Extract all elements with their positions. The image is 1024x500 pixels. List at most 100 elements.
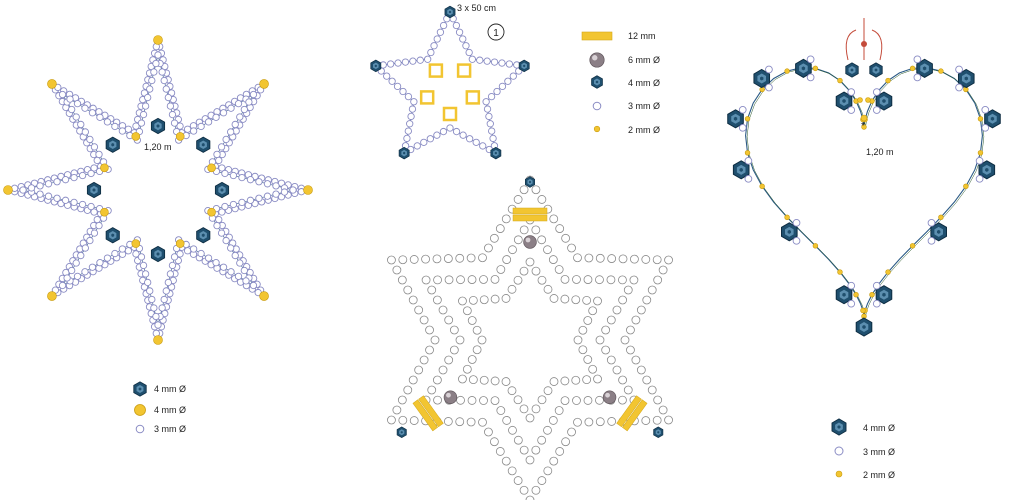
seed-bead <box>204 254 213 262</box>
outline-bead <box>543 386 553 396</box>
outline-bead <box>543 284 553 294</box>
heart-pattern <box>727 18 1001 337</box>
gold-square-motif <box>442 106 458 122</box>
pearl <box>523 235 537 249</box>
seed-bead <box>383 72 391 80</box>
outline-bead <box>584 253 594 263</box>
outline-bead <box>647 285 657 295</box>
outline-bead <box>572 275 581 284</box>
seed-bead <box>176 122 184 130</box>
seed-bead <box>90 164 98 172</box>
outline-bead <box>490 396 500 406</box>
seed-bead <box>81 268 89 276</box>
hex-bead-icon <box>133 381 147 397</box>
gold-square-motif <box>419 90 435 105</box>
seed-bead <box>249 90 258 99</box>
outline-bead <box>630 254 639 264</box>
hex-bead <box>370 59 382 73</box>
outline-bead <box>525 455 535 465</box>
center-legend-label-1: 12 mm <box>628 31 656 41</box>
seed-bead <box>955 83 963 92</box>
seed-bead <box>95 150 103 159</box>
outline-bead <box>652 255 662 265</box>
seed-bead <box>144 93 152 102</box>
seed-bead <box>472 138 480 146</box>
seed-bead <box>386 60 395 68</box>
outline-bead <box>588 306 598 316</box>
outline-bead <box>414 305 424 315</box>
bugle-bead <box>616 395 642 428</box>
seed-bead <box>96 259 104 267</box>
seed-bead <box>68 105 76 114</box>
seed-bead <box>280 188 289 196</box>
seed-bead <box>792 236 801 245</box>
seed-bead <box>66 95 74 103</box>
seed-bead-icon <box>135 424 145 434</box>
outline-bead <box>398 415 408 425</box>
gold-bead <box>175 239 185 248</box>
seed-bead <box>409 57 417 65</box>
seed-bead <box>246 176 255 184</box>
step-number: 1 <box>493 28 499 39</box>
outline-bead <box>507 284 517 294</box>
seed-bead <box>219 109 228 117</box>
hex-bead <box>525 176 535 188</box>
seed-bead <box>221 169 229 178</box>
outline-bead <box>462 364 472 374</box>
seed-bead <box>81 244 89 252</box>
outline-bead <box>508 245 517 255</box>
seed-bead <box>246 196 255 204</box>
outline-bead <box>501 294 511 303</box>
gold-bead <box>885 77 891 84</box>
seed-bead <box>765 83 773 92</box>
outline-bead <box>477 335 487 345</box>
seed-bead <box>219 263 228 271</box>
outline-bead <box>466 417 476 427</box>
seed-bead <box>465 135 474 143</box>
seed-bead <box>452 127 461 136</box>
outline-bead <box>626 345 635 355</box>
outline-bead <box>513 476 523 485</box>
seed-bead <box>847 106 856 114</box>
outline-bead <box>392 265 402 275</box>
seed-bead <box>229 171 238 180</box>
seed-bead <box>872 88 881 96</box>
seed-bead <box>744 174 753 183</box>
seed-bead <box>93 156 101 165</box>
outline-bead <box>408 375 418 385</box>
outline-bead <box>458 374 467 384</box>
gold-bead <box>909 65 916 72</box>
seed-bead <box>413 142 421 150</box>
outline-bead <box>421 254 430 264</box>
star8-legend-label-3: 3 mm Ø <box>154 424 186 434</box>
gold-bead <box>303 185 313 195</box>
outline-bead <box>490 274 500 284</box>
outline-bead <box>496 265 506 274</box>
seed-bead <box>44 192 53 200</box>
seed-bead <box>263 192 272 200</box>
outline-bead <box>397 395 407 405</box>
bugle-bead <box>512 207 548 215</box>
seed-bead <box>27 184 36 192</box>
seed-bead <box>213 221 221 230</box>
seed-bead <box>61 196 70 204</box>
seed-bead <box>166 102 175 110</box>
seed-bead <box>70 173 78 182</box>
seed-bead <box>96 113 104 121</box>
hex-bead-icon <box>591 75 603 89</box>
outline-bead <box>593 374 602 384</box>
gold-bead <box>909 243 916 249</box>
outline-bead <box>571 295 581 305</box>
outline-bead <box>466 253 476 263</box>
seed-bead <box>234 272 243 280</box>
seed-bead <box>408 105 417 113</box>
seed-bead <box>162 85 170 93</box>
outline-bead <box>427 285 437 295</box>
seed-bead <box>399 87 407 96</box>
outline-bead <box>664 415 673 425</box>
outline-bead <box>653 275 663 285</box>
outline-bead <box>387 415 396 425</box>
seed-bead <box>137 119 146 127</box>
seed-bead <box>263 180 272 188</box>
seed-bead <box>111 122 119 131</box>
